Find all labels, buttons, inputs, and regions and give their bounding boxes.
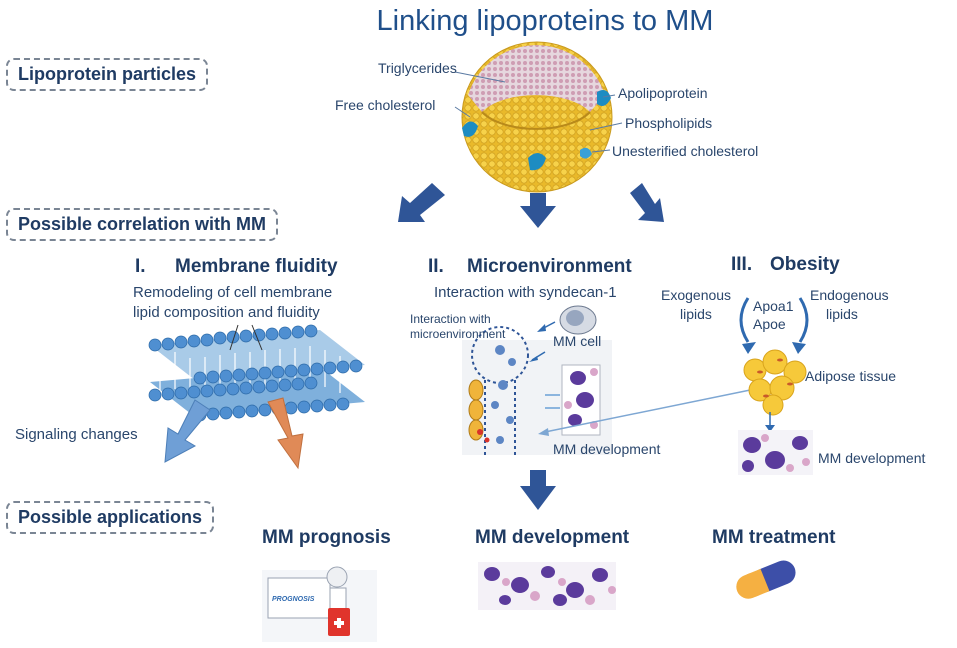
label-apoe: Apoe	[753, 316, 786, 332]
label-apolipoprotein: Apolipoprotein	[618, 85, 708, 101]
obesity-number: III.	[731, 254, 753, 275]
label-endogenous-line2: lipids	[826, 306, 858, 322]
section-possible-applications: Possible applications	[6, 501, 215, 534]
microenv-desc: Interaction with syndecan-1	[434, 284, 617, 301]
section-possible-correlation: Possible correlation with MM	[6, 208, 279, 241]
label-endogenous-line1: Endogenous	[810, 287, 889, 303]
membrane-number: I.	[135, 256, 146, 277]
label-adipose-tissue: Adipose tissue	[805, 368, 897, 384]
label-microenv-mm-development: MM development	[553, 441, 661, 457]
obesity-heading: Obesity	[770, 254, 840, 275]
diagram-title: Linking lipoproteins to MM	[376, 5, 714, 37]
membrane-desc-line2: lipid composition and fluidity	[133, 304, 320, 321]
label-obesity-mm-development: MM development	[818, 450, 926, 466]
label-unesterified-cholesterol: Unesterified cholesterol	[612, 143, 759, 159]
section-lipoprotein-particles: Lipoprotein particles	[6, 58, 209, 91]
label-interaction-line2: microenvironment	[410, 327, 506, 341]
prognosis-sign-text: PROGNOSIS	[272, 596, 315, 603]
label-mm-cell: MM cell	[553, 333, 602, 349]
microenv-heading: Microenvironment	[467, 256, 632, 277]
app-mm-development: MM development	[475, 527, 630, 548]
app-mm-prognosis: MM prognosis	[262, 527, 391, 548]
microenv-number: II.	[428, 256, 444, 277]
label-apoa1: Apoa1	[753, 298, 794, 314]
label-interaction-line1: Interaction with	[410, 312, 491, 326]
label-signaling-changes: Signaling changes	[15, 426, 138, 443]
label-exogenous-line2: lipids	[680, 306, 712, 322]
membrane-desc-line1: Remodeling of cell membrane	[133, 284, 333, 301]
label-triglycerides: Triglycerides	[378, 60, 457, 76]
membrane-heading: Membrane fluidity	[175, 256, 338, 277]
app-mm-treatment: MM treatment	[712, 527, 836, 548]
label-phospholipids: Phospholipids	[625, 115, 713, 131]
label-exogenous-line1: Exogenous	[661, 287, 732, 303]
label-free-cholesterol: Free cholesterol	[335, 97, 436, 113]
